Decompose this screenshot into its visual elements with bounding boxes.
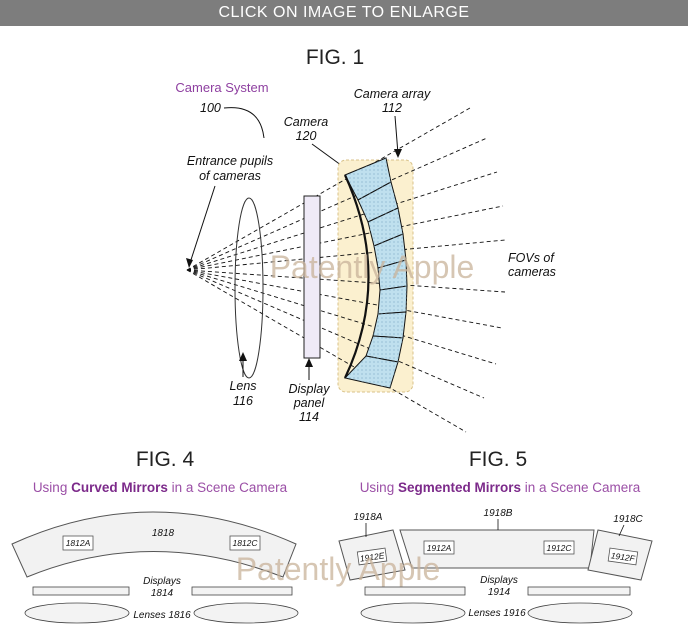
sensor-box-1912a-label: 1912A: [427, 543, 452, 553]
camera-array-label: Camera array: [354, 87, 431, 101]
fig4-subtitle: Using Curved Mirrors in a Scene Camera: [33, 480, 288, 495]
lens-label: Lens: [229, 379, 256, 393]
lens-right-fig5: [527, 602, 633, 624]
mirror-number: 1818: [152, 528, 175, 539]
fig5: FIG. 5 Using Segmented Mirrors in a Scen…: [338, 448, 653, 624]
arrowhead-lens: [239, 352, 247, 361]
label-1918c: 1918C: [613, 514, 643, 525]
watermark-bottom: Patently Apple: [236, 551, 441, 587]
lens-right: [193, 602, 299, 624]
leader-entrance: [188, 185, 216, 267]
camera-label: Camera: [284, 115, 329, 129]
fig1: FIG. 1 Camera System 100 Entrance pupils…: [175, 46, 556, 433]
fovs-label-line1: FOVs of: [508, 251, 555, 265]
display-number: 114: [299, 410, 319, 424]
leader-100: [223, 107, 265, 139]
label-1918a: 1918A: [354, 512, 383, 523]
sensor-box-1912e-label: 1912E: [359, 550, 385, 563]
camera-number: 120: [296, 129, 317, 143]
enlarge-banner[interactable]: CLICK ON IMAGE TO ENLARGE: [0, 0, 688, 26]
leader-array: [394, 115, 399, 155]
lenses-label: Lenses 1816: [133, 610, 191, 621]
display-panel: [303, 195, 321, 359]
entrance-pupils-line2: of cameras: [199, 169, 261, 183]
arrowhead-array: [394, 149, 402, 158]
sensor-box-1912f: [607, 547, 639, 566]
display-left: [32, 586, 130, 596]
display-left-fig5: [364, 586, 466, 596]
camera-array-number: 112: [382, 101, 402, 115]
sensor-box-1912c: [543, 540, 575, 555]
displays-number: 1814: [151, 588, 174, 599]
displays-label-fig5: Displays: [480, 575, 518, 586]
sensor-box-1912a: [423, 540, 455, 555]
display-right-fig5: [527, 586, 631, 596]
displays-number-fig5: 1914: [488, 587, 511, 598]
sensor-box-right-label: 1812C: [232, 538, 258, 548]
fig5-title: FIG. 5: [469, 448, 527, 471]
arrowhead-entrance: [186, 258, 193, 268]
displays-label: Displays: [143, 576, 181, 587]
lens-left-fig5: [360, 602, 466, 624]
fov-rays: [186, 107, 506, 433]
lens-ellipse: [234, 197, 264, 379]
sensor-box-left-label: 1812A: [66, 538, 91, 548]
sensor-box-left: [62, 535, 94, 551]
sensor-box-1912e: [356, 547, 388, 566]
lens-number: 116: [233, 394, 253, 408]
camera-segments-texture: [345, 158, 407, 388]
sensor-box-right: [229, 535, 261, 551]
display-right: [191, 586, 293, 596]
fovs-label-line2: cameras: [508, 265, 556, 279]
watermark-fig1: Patently Apple: [270, 249, 475, 285]
camera-array-inner-curve: [343, 174, 370, 379]
curved-mirror: [11, 511, 297, 578]
display-label-line1: Display: [289, 382, 331, 396]
sensor-box-1912f-label: 1912F: [610, 550, 636, 563]
fig4-title: FIG. 4: [136, 448, 195, 471]
camera-system-label: Camera System: [175, 80, 268, 95]
fig4: FIG. 4 Using Curved Mirrors in a Scene C…: [11, 448, 299, 624]
lens-left: [24, 602, 130, 624]
label-100: 100: [200, 101, 221, 115]
fig5-subtitle: Using Segmented Mirrors in a Scene Camer…: [360, 480, 641, 495]
display-label-line2: panel: [293, 396, 326, 410]
lenses-label-fig5: Lenses 1916: [468, 608, 526, 619]
arrowhead-display: [305, 358, 313, 367]
label-1918b: 1918B: [484, 508, 513, 519]
leader-1918c: [618, 524, 625, 537]
entrance-pupils-line1: Entrance pupils: [187, 154, 273, 168]
fig1-title: FIG. 1: [306, 46, 364, 69]
sensor-box-1912c-label: 1912C: [546, 543, 572, 553]
